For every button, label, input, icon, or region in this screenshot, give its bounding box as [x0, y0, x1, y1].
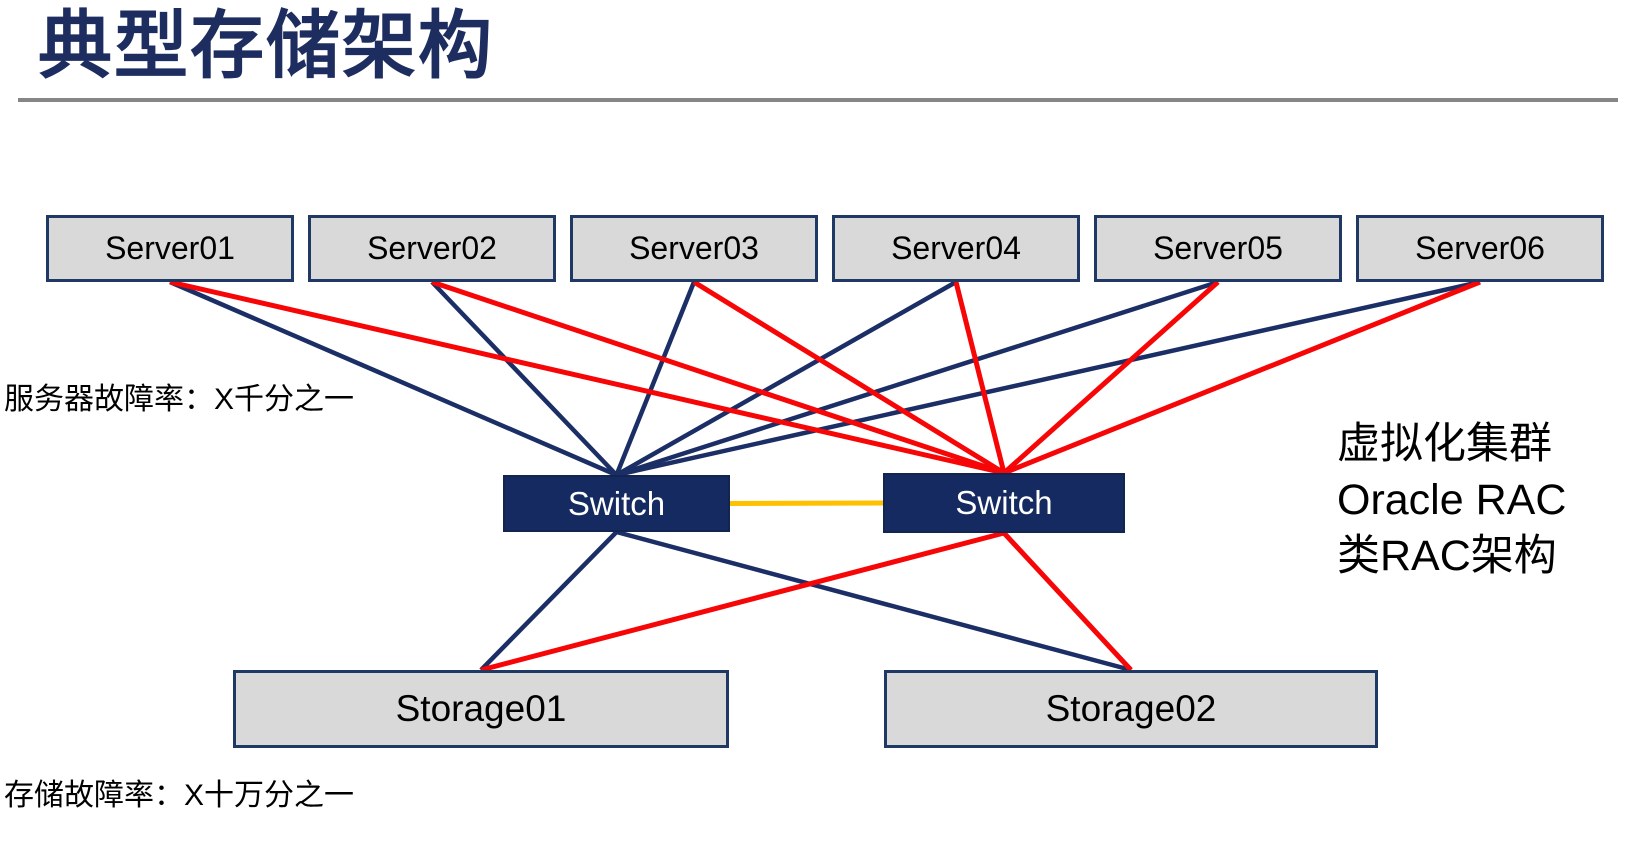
storage02-label: Storage02: [1045, 688, 1217, 729]
edge-server-0-to-switch-b: [169, 279, 1005, 476]
title-underline: [18, 98, 1618, 102]
edge-server-5-to-switch-b: [1003, 279, 1481, 476]
server06-label: Server06: [1415, 230, 1545, 266]
edge-server-5-to-switch-a: [616, 279, 1481, 478]
edge-switch-a-to-storage-1: [615, 529, 1132, 673]
edge-server-3-to-switch-b: [953, 281, 1007, 474]
edge-server-3-to-switch-a: [615, 280, 958, 477]
switch-left-label: Switch: [567, 484, 666, 522]
server-failure-rate-note: 服务器故障率：X千分之一: [4, 383, 355, 416]
server05-box: Server05: [1094, 215, 1342, 282]
switch-left-box: Switch: [503, 475, 730, 532]
edge-server-2-to-switch-a: [614, 281, 697, 476]
server05-label: Server05: [1153, 230, 1283, 266]
edge-server-1-to-switch-a: [430, 280, 619, 477]
edge-switch-b-to-storage-1: [1002, 531, 1133, 672]
edge-server-1-to-switch-b: [431, 279, 1005, 476]
page-title: 典型存储架构: [38, 4, 494, 87]
edge-switch-a-to-switch-b: [729, 500, 884, 506]
storage01-label: Storage01: [395, 688, 567, 729]
cluster-note: 虚拟化集群 Oracle RAC 类RAC架构: [1337, 416, 1566, 584]
edge-server-4-to-switch-b: [1002, 280, 1220, 475]
cluster-note-line-2: Oracle RAC: [1337, 476, 1567, 524]
cluster-note-line-3: 类RAC架构: [1337, 532, 1557, 580]
server04-box: Server04: [832, 215, 1080, 282]
server01-label: Server01: [105, 230, 235, 266]
server02-box: Server02: [308, 215, 556, 282]
server02-label: Server02: [367, 230, 497, 266]
switch-right-label: Switch: [955, 484, 1053, 521]
edge-server-4-to-switch-a: [615, 279, 1219, 478]
cluster-note-line-1: 虚拟化集群: [1337, 420, 1552, 468]
edge-switch-a-to-storage-0: [479, 530, 619, 672]
edge-server-2-to-switch-b: [692, 279, 1006, 476]
server01-box: Server01: [46, 215, 294, 282]
server03-box: Server03: [570, 215, 818, 282]
server03-label: Server03: [629, 230, 759, 266]
server06-box: Server06: [1356, 215, 1604, 282]
switch-right-box: Switch: [883, 473, 1125, 533]
storage01-box: Storage01: [233, 670, 729, 748]
edge-switch-b-to-storage-0: [480, 530, 1005, 673]
storage02-box: Storage02: [884, 670, 1378, 748]
storage-failure-rate-note: 存储故障率：X十万分之一: [4, 779, 355, 812]
server04-label: Server04: [891, 230, 1021, 266]
edge-server-0-to-switch-a: [169, 279, 618, 478]
